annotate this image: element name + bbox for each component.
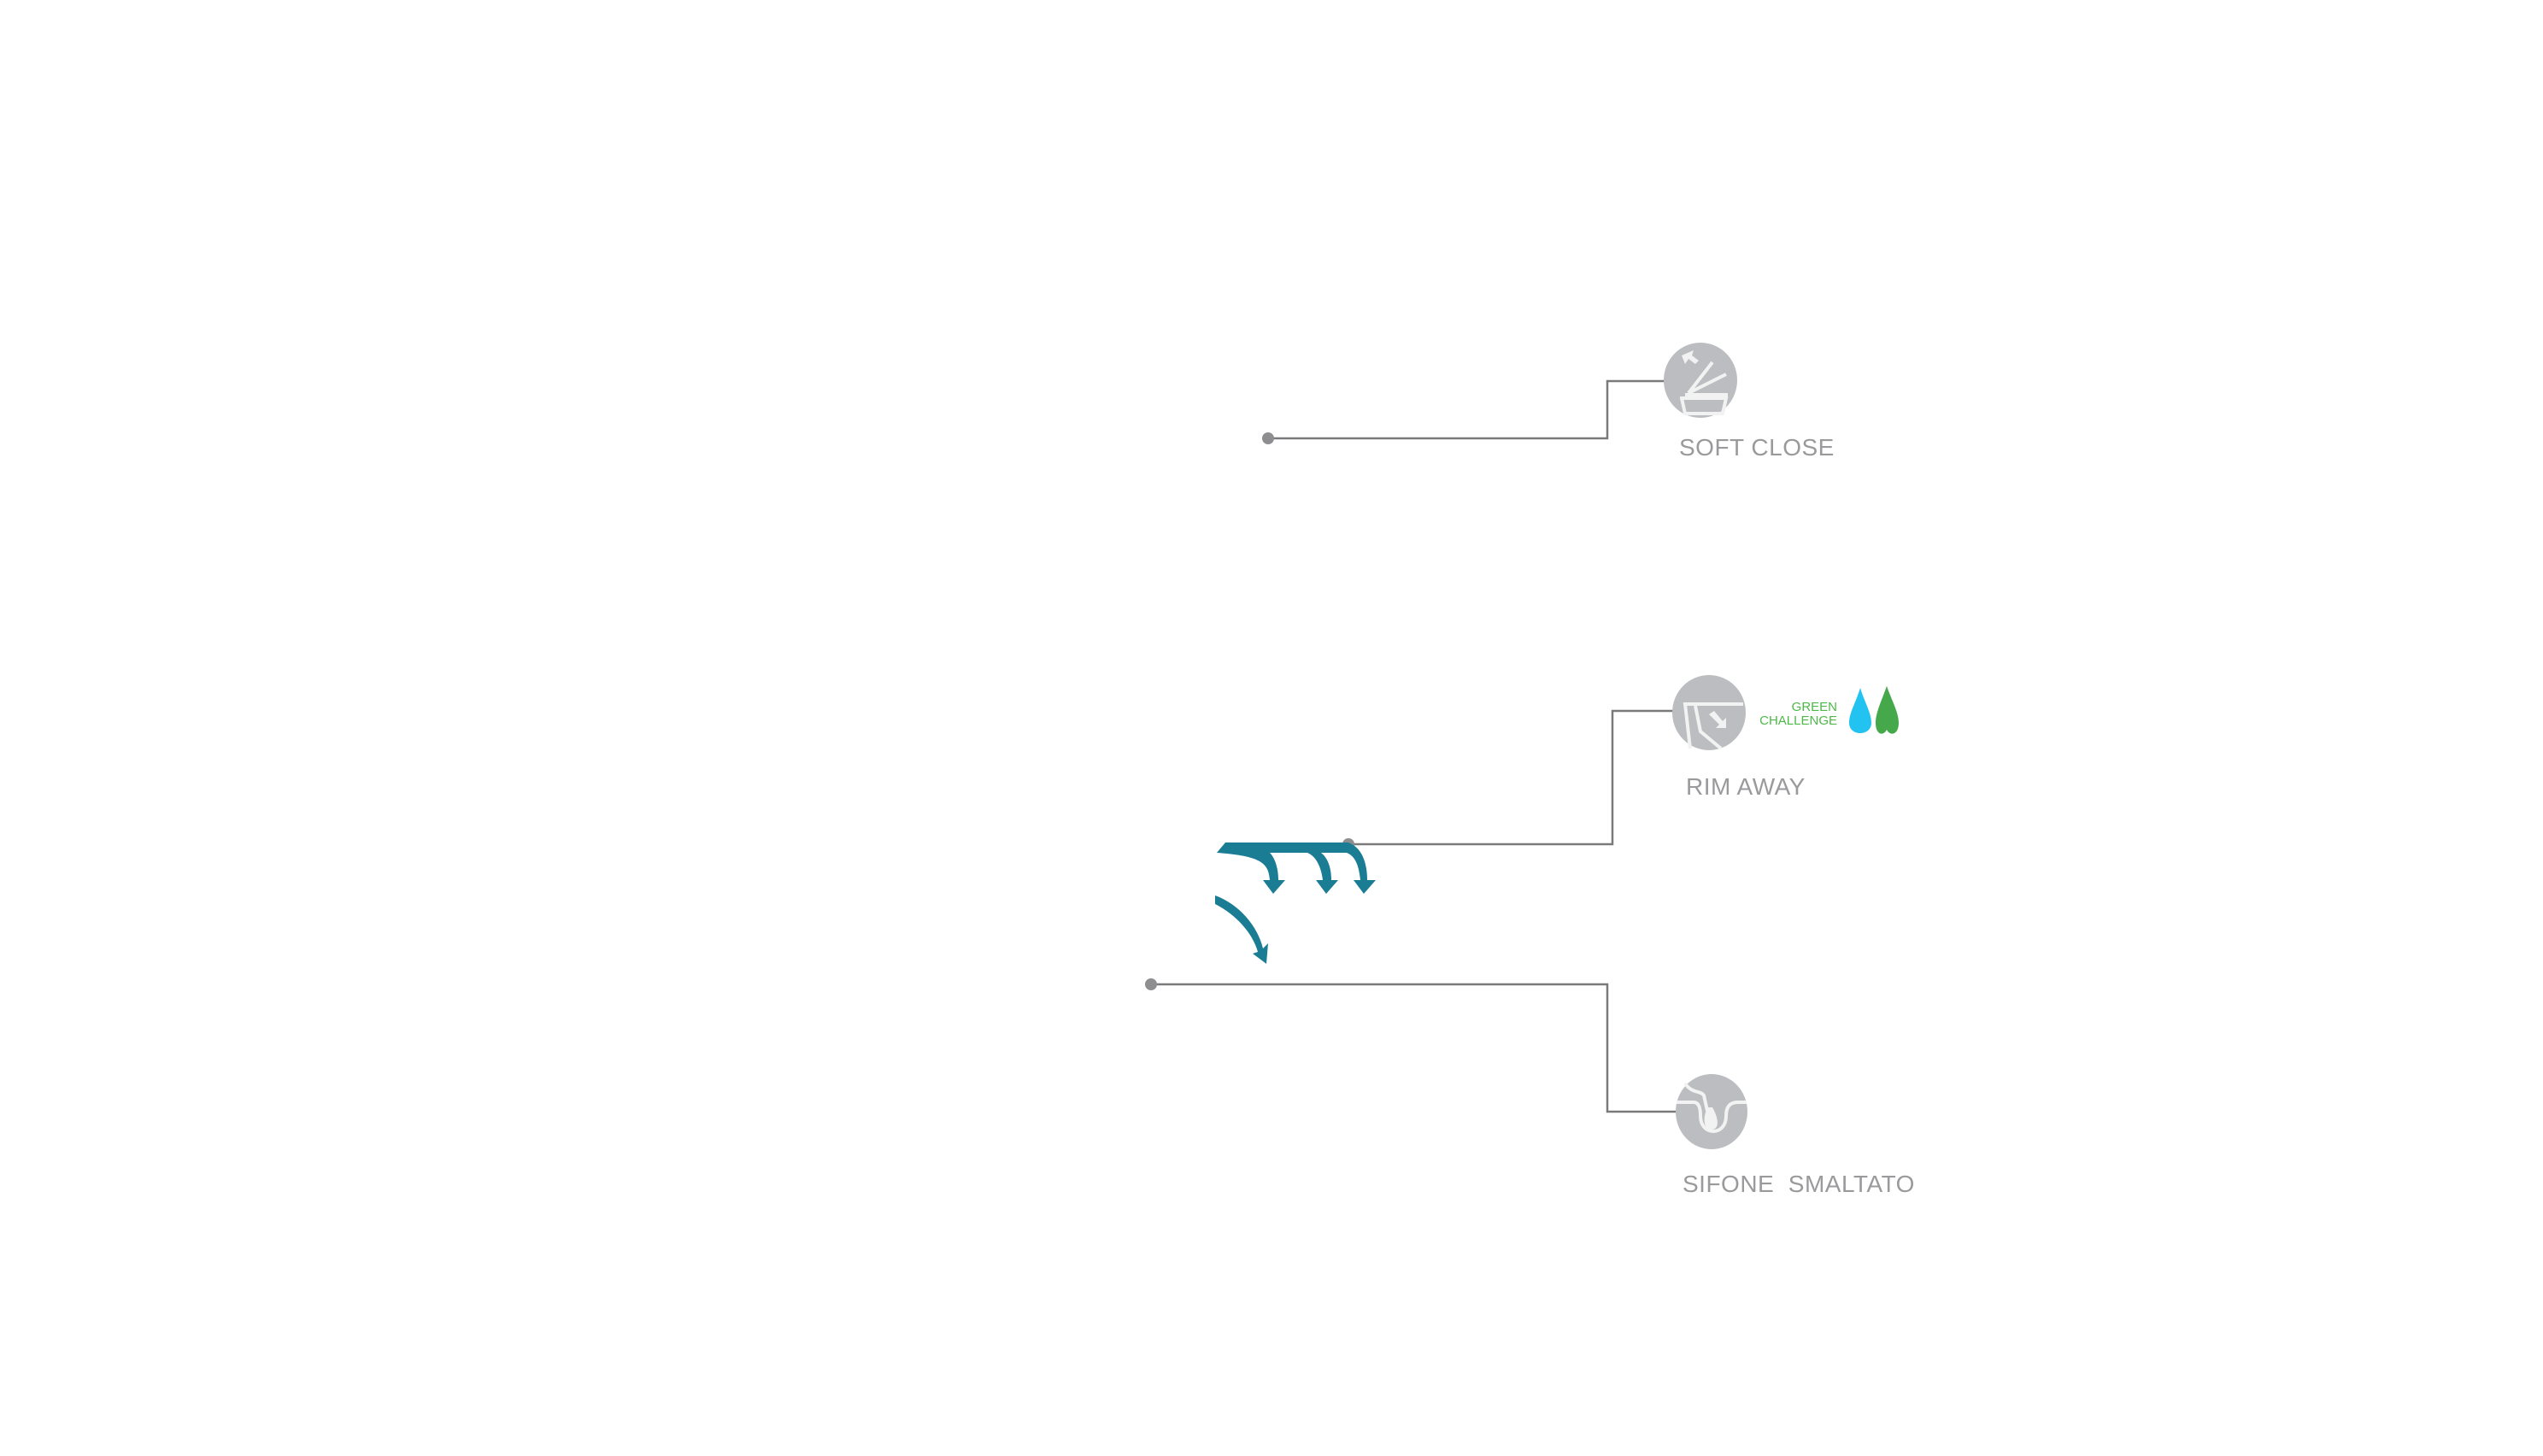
- anchor-dot: [1262, 432, 1274, 444]
- flow-arrow-curved: [1215, 895, 1268, 964]
- leader-line: [1268, 379, 1666, 440]
- leader-line: [1348, 709, 1675, 846]
- leader-line: [1151, 983, 1677, 1113]
- enamelled-siphon-icon: [1676, 1074, 1747, 1149]
- soft-close-icon: [1664, 343, 1737, 418]
- badge-line-1: GREEN: [1792, 700, 1837, 714]
- callout-sifone-smaltato: SIFONE SMALTATO: [1145, 978, 1915, 1197]
- callout-soft-close: SOFT CLOSE: [1262, 343, 1835, 461]
- feature-label-rim-away: RIM AWAY: [1686, 773, 1806, 800]
- feature-label-soft-close: SOFT CLOSE: [1679, 434, 1835, 461]
- flow-arrow-bar: [1217, 842, 1376, 894]
- leaf-drop-icon: [1876, 686, 1899, 734]
- feature-label-sifone-smaltato: SIFONE SMALTATO: [1683, 1171, 1915, 1197]
- green-challenge-badge: GREEN CHALLENGE: [1759, 686, 1899, 734]
- water-drop-icon: [1849, 688, 1871, 733]
- rim-flush-arrows: [1215, 842, 1376, 964]
- callout-rim-away: RIM AWAY GREEN CHALLENGE: [1342, 675, 1899, 850]
- rim-away-icon: [1672, 675, 1746, 750]
- anchor-dot: [1145, 978, 1157, 990]
- badge-line-2: CHALLENGE: [1759, 713, 1837, 728]
